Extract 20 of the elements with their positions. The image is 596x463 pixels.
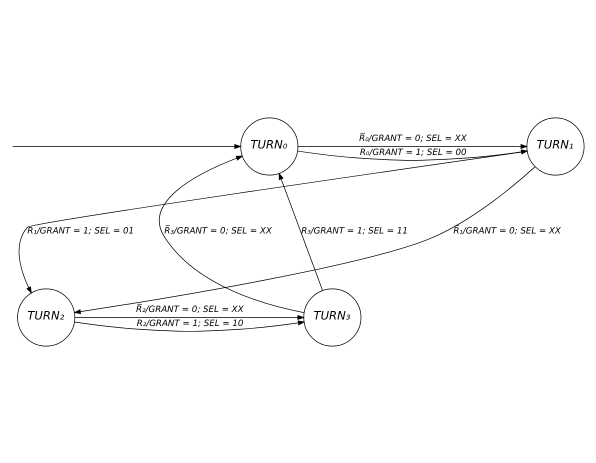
node-circle: TURN₂ (17, 288, 76, 346)
arrow (18, 150, 528, 294)
edge-label: R̅₃/GRANT = 0; SEL = XX (164, 226, 272, 236)
edge-label: R₂/GRANT = 1; SEL = 10 (136, 318, 244, 328)
edge-label: R̅₀/GRANT = 0; SEL = XX (359, 134, 467, 144)
node-circle: TURN₀ (240, 117, 298, 175)
edge-label: R̅₂/GRANT = 0; SEL = XX (136, 304, 244, 315)
arrow (298, 143, 528, 149)
edge-label: R₁/GRANT = 1; SEL = 01 (27, 226, 134, 236)
arrow (158, 155, 304, 312)
arrow (74, 320, 306, 332)
edge-label: R₀/GRANT = 1; SEL = 00 (360, 147, 467, 158)
arrow (278, 172, 323, 290)
edge-label: R₃/GRANT = 1; SEL = 11 (301, 226, 408, 236)
arrow (74, 314, 305, 320)
arrow (73, 166, 536, 314)
node-circle: TURN₃ (303, 288, 362, 346)
node-circle: TURN₁ (526, 117, 584, 175)
edge-label: R̅₁/GRANT = 0; SEL = XX (453, 226, 561, 236)
arrow (12, 143, 242, 149)
